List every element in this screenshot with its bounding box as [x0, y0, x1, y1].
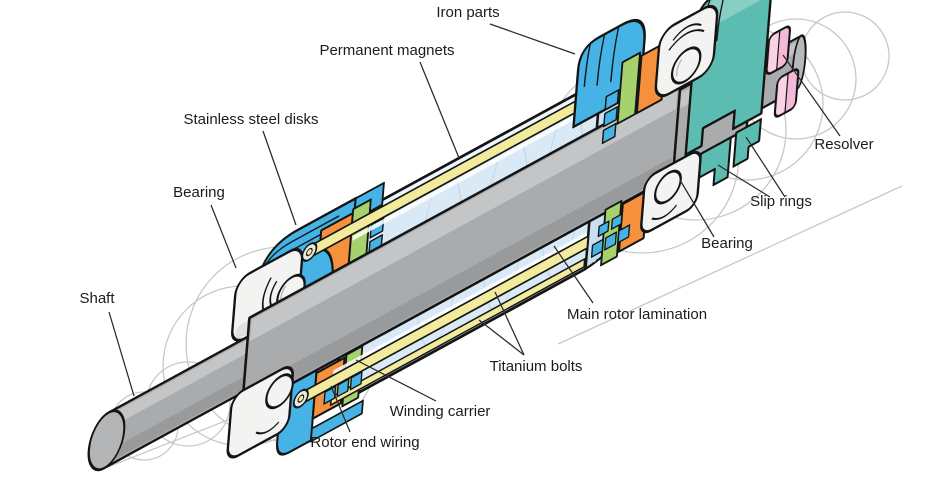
titanium-bolt-rods	[292, 86, 602, 409]
leader-permanent-magnets	[419, 61, 460, 159]
label-resolver: Resolver	[782, 54, 874, 153]
label-winding-carrier: Winding carrier	[355, 359, 491, 420]
label-iron-parts: Iron parts	[436, 4, 576, 55]
bearing-ball	[670, 46, 702, 85]
resolver-rings	[765, 25, 800, 118]
shaft-tip	[87, 409, 126, 471]
bearing-right-upper	[654, 4, 719, 98]
leader-titanium-bolts-1	[494, 291, 525, 356]
leader-titanium-bolts-2	[478, 319, 525, 356]
bearing-ball	[265, 373, 295, 410]
leader-shaft	[108, 311, 135, 397]
leader-slip-rings-2	[745, 136, 786, 198]
label-text-shaft: Shaft	[79, 290, 115, 307]
label-main-rotor-lamination: Main rotor lamination	[553, 245, 707, 323]
label-text-stainless-steel-disks: Stainless steel disks	[183, 111, 318, 128]
leader-resolver	[782, 54, 841, 137]
label-stainless-steel-disks: Stainless steel disks	[183, 111, 319, 226]
motor-assembly	[87, 0, 807, 472]
label-text-bearing-left: Bearing	[173, 184, 225, 201]
label-text-bearing-right: Bearing	[701, 235, 753, 252]
label-bearing-right: Bearing	[679, 179, 753, 252]
iron-teeth-rows	[323, 213, 631, 405]
label-rotor-end-wiring: Rotor end wiring	[310, 385, 420, 451]
label-text-iron-parts: Iron parts	[436, 4, 499, 21]
slip-ring-lower-2	[732, 117, 762, 168]
label-titanium-bolts: Titanium bolts	[478, 291, 583, 375]
leader-rotor-end-wiring	[330, 385, 351, 433]
label-shaft: Shaft	[79, 290, 135, 397]
label-text-titanium-bolts: Titanium bolts	[490, 358, 583, 375]
titanium-bolt-bottom-2	[329, 257, 586, 407]
label-text-slip-rings: Slip rings	[750, 193, 812, 210]
iron-parts-stack	[572, 19, 646, 129]
label-text-permanent-magnets: Permanent magnets	[319, 42, 454, 59]
label-permanent-magnets: Permanent magnets	[319, 42, 460, 159]
leader-slip-rings-1	[717, 164, 771, 198]
label-text-rotor-end-wiring: Rotor end wiring	[310, 434, 419, 451]
label-text-resolver: Resolver	[814, 136, 873, 153]
leader-main-rotor-lamination	[553, 245, 594, 304]
label-slip-rings: Slip rings	[717, 136, 812, 210]
labels: Iron parts Permanent magnets Stainless s…	[79, 4, 873, 451]
bearing-right-lower	[640, 150, 702, 234]
bearing-left-lower	[226, 366, 295, 459]
leader-stainless-steel-disks	[262, 130, 297, 226]
leader-bearing-left	[210, 204, 237, 269]
label-text-winding-carrier: Winding carrier	[390, 403, 491, 420]
leader-iron-parts	[489, 23, 576, 55]
leader-winding-carrier	[355, 359, 437, 402]
label-bearing-left: Bearing	[173, 184, 237, 269]
leader-bearing-right	[679, 179, 715, 238]
label-text-main-rotor-lamination: Main rotor lamination	[567, 306, 707, 323]
